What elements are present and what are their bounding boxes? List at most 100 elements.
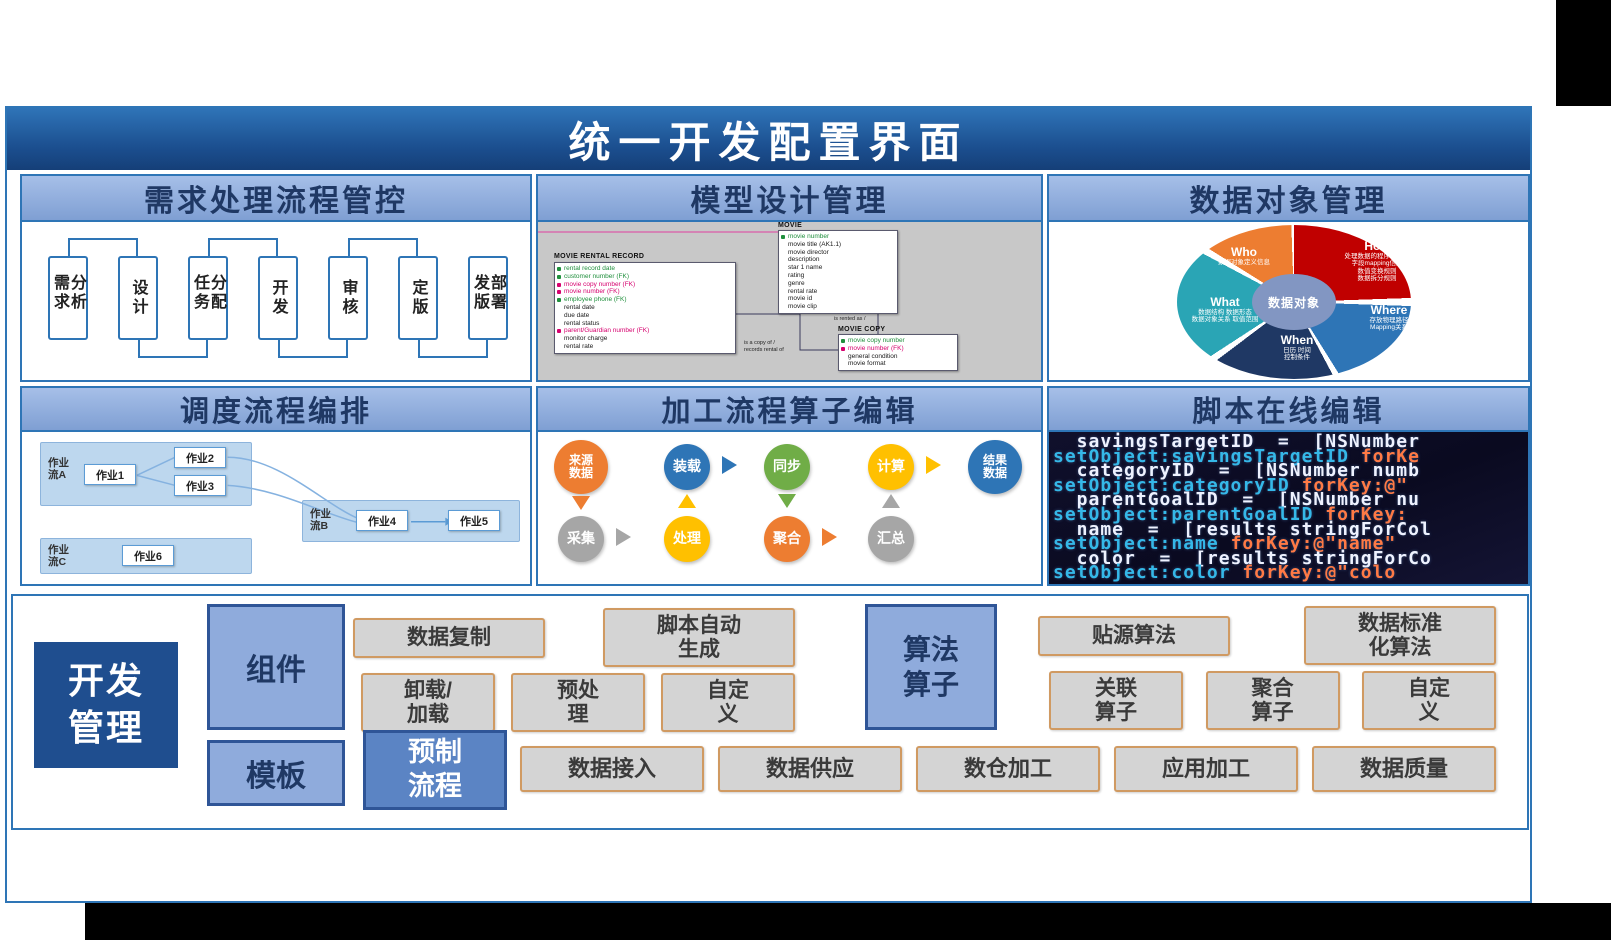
- algorithm-button: 自定 义: [1362, 671, 1496, 731]
- er-row: customer number (FK): [555, 273, 735, 281]
- flow-step: 定版: [398, 256, 438, 340]
- algorithm-buttons-row1: 贴源算法数据标准 化算法: [1038, 606, 1496, 666]
- er-row: rental date: [564, 303, 595, 311]
- er-row: rental rate: [788, 287, 818, 295]
- template-button: 数据供应: [718, 746, 902, 792]
- flow-connector: [418, 340, 488, 358]
- panel-data-object: 数据对象管理 Who 数据对象定义信息 How 处理数据的程序或算法 字段map…: [1047, 174, 1530, 382]
- job-connector-lines: [136, 456, 453, 526]
- pie-sector-how: How 处理数据的程序或算法 字段mapping信息 数值变换规则 数据拆分规则: [1331, 240, 1423, 283]
- black-bottom-bar: [85, 903, 1611, 940]
- panel-body: Who 数据对象定义信息 How 处理数据的程序或算法 字段mapping信息 …: [1049, 222, 1528, 380]
- arrow-up-icon: [882, 494, 900, 508]
- er-row: movie number (FK): [555, 288, 735, 296]
- arrow-right-icon: [616, 528, 631, 546]
- er-row: monitor charge: [564, 335, 608, 343]
- algorithm-buttons: 贴源算法数据标准 化算法 关联 算子聚合 算子自定 义: [1038, 606, 1496, 731]
- pie-sector-when: When 日历 时间 控制条件: [1257, 334, 1337, 362]
- panel-header: 需求处理流程管控: [22, 176, 530, 222]
- er-row: movie format: [848, 360, 886, 368]
- er-row: rental status: [564, 319, 600, 327]
- flow-step-label: 开发: [269, 279, 287, 317]
- er-row: rental record date: [555, 265, 735, 273]
- panel-body: 作业 流A 作业 流B 作业 流C 作业1 作业2 作业3 作业4 作业5 作业…: [22, 432, 530, 584]
- panel-processing-operators: 加工流程算子编辑 来源 数据 装载 同步 计算 结果 数据 采集 处理 聚合 汇…: [536, 386, 1043, 586]
- flow-step: 审核: [328, 256, 368, 340]
- er-row: general condition: [848, 352, 898, 360]
- flow-step-label: 发版部署: [471, 274, 505, 312]
- job-box: 作业2: [174, 447, 226, 468]
- flow-step: 需求分析: [48, 256, 88, 340]
- er-row: movie number: [779, 233, 897, 241]
- flow-step-label: 定版: [409, 279, 427, 317]
- er-row: star 1 name: [788, 264, 823, 272]
- er-row: description: [788, 256, 820, 264]
- er-row: employee phone (FK): [555, 296, 735, 304]
- component-buttons-row1: 数据复制脚本自动 生成: [353, 608, 795, 668]
- arrow-right-icon: [722, 456, 737, 474]
- group-algorithm-operators: 算法 算子: [865, 604, 997, 730]
- algorithm-button: 数据标准 化算法: [1304, 606, 1496, 666]
- preset-flow-label: 预制 流程: [363, 730, 507, 810]
- panel-header: 数据对象管理: [1049, 176, 1528, 222]
- flow-step-label: 任务分配: [191, 274, 225, 312]
- pie-center-label: 数据对象: [1252, 274, 1336, 330]
- main-frame: 统一开发配置界面 需求处理流程管控 需求分析 设计: [5, 106, 1532, 903]
- pie-sector-what: What 数据结构 数据形态 数据对象关系 取值范围: [1185, 296, 1265, 324]
- sector-name: Where: [1370, 303, 1408, 317]
- flow-connector: [68, 238, 138, 256]
- sector-name: Who: [1231, 245, 1257, 259]
- panel-requirement-flow: 需求处理流程管控 需求分析 设计 任务分配: [20, 174, 532, 382]
- er-table-title: MOVIE RENTAL RECORD: [554, 253, 645, 260]
- er-table-title: MOVIE COPY: [838, 326, 886, 333]
- er-relationship-lines: [538, 231, 879, 351]
- arrow-right-icon: [926, 456, 941, 474]
- node-summary: 汇总: [868, 516, 914, 562]
- arrow-down-icon: [572, 496, 590, 510]
- component-button: 卸载/ 加载: [361, 673, 495, 733]
- flow-step-label: 设计: [129, 279, 147, 317]
- sector-desc: 存放物理路径 Mapping关系: [1369, 317, 1409, 332]
- flow-step-label: 需求分析: [51, 274, 85, 312]
- job-flow-b-label: 作业 流B: [310, 508, 331, 533]
- component-button: 自定 义: [661, 673, 795, 733]
- sector-name: How: [1364, 239, 1390, 253]
- arrow-right-icon: [822, 528, 837, 546]
- panel-body: 需求分析 设计 任务分配 开发 审核 定版 发版部署: [22, 222, 530, 380]
- job-box: 作业4: [356, 510, 408, 531]
- pie-sector-who: Who 数据对象定义信息: [1199, 245, 1289, 267]
- component-button: 脚本自动 生成: [603, 608, 795, 668]
- sector-desc: 处理数据的程序或算法 字段mapping信息 数值变换规则 数据拆分规则: [1344, 253, 1410, 283]
- sector-desc: 数据对象定义信息: [1218, 259, 1270, 266]
- panel-body: 来源 数据 装载 同步 计算 结果 数据 采集 处理 聚合 汇总: [538, 432, 1041, 584]
- job-box: 作业3: [174, 475, 226, 496]
- template-buttons: 数据接入数据供应数仓加工应用加工数据质量: [520, 746, 1496, 792]
- flow-step-label: 审核: [339, 279, 357, 317]
- node-source-data: 来源 数据: [554, 440, 608, 494]
- flow-step: 任务分配: [188, 256, 228, 340]
- flow-step: 开发: [258, 256, 298, 340]
- panel-model-design: 模型设计管理 MOVIE RENTAL RECORD rental record…: [536, 174, 1043, 382]
- algorithm-button: 聚合 算子: [1205, 671, 1340, 731]
- er-row: parent/Guardian number (FK): [555, 327, 735, 335]
- arrow-down-icon: [778, 494, 796, 508]
- er-row: rental rate: [564, 342, 594, 350]
- pie-sector-where: Where 存放物理路径 Mapping关系: [1349, 304, 1429, 332]
- panel-scheduling: 调度流程编排 作业 流A 作业 流B 作业 流C 作业1 作业2 作: [20, 386, 532, 586]
- algorithm-button: 关联 算子: [1049, 671, 1183, 731]
- node-process: 处理: [664, 516, 710, 562]
- er-row: genre: [788, 279, 805, 287]
- flow-connectors: [22, 222, 530, 380]
- panel-header: 调度流程编排: [22, 388, 530, 432]
- er-row: movie copy number: [839, 337, 957, 345]
- flow-connector: [278, 340, 348, 358]
- template-button: 数据质量: [1312, 746, 1496, 792]
- sector-name: When: [1280, 333, 1314, 347]
- node-result-data: 结果 数据: [968, 440, 1022, 494]
- flow-connector: [138, 340, 208, 358]
- template-button: 数据接入: [520, 746, 704, 792]
